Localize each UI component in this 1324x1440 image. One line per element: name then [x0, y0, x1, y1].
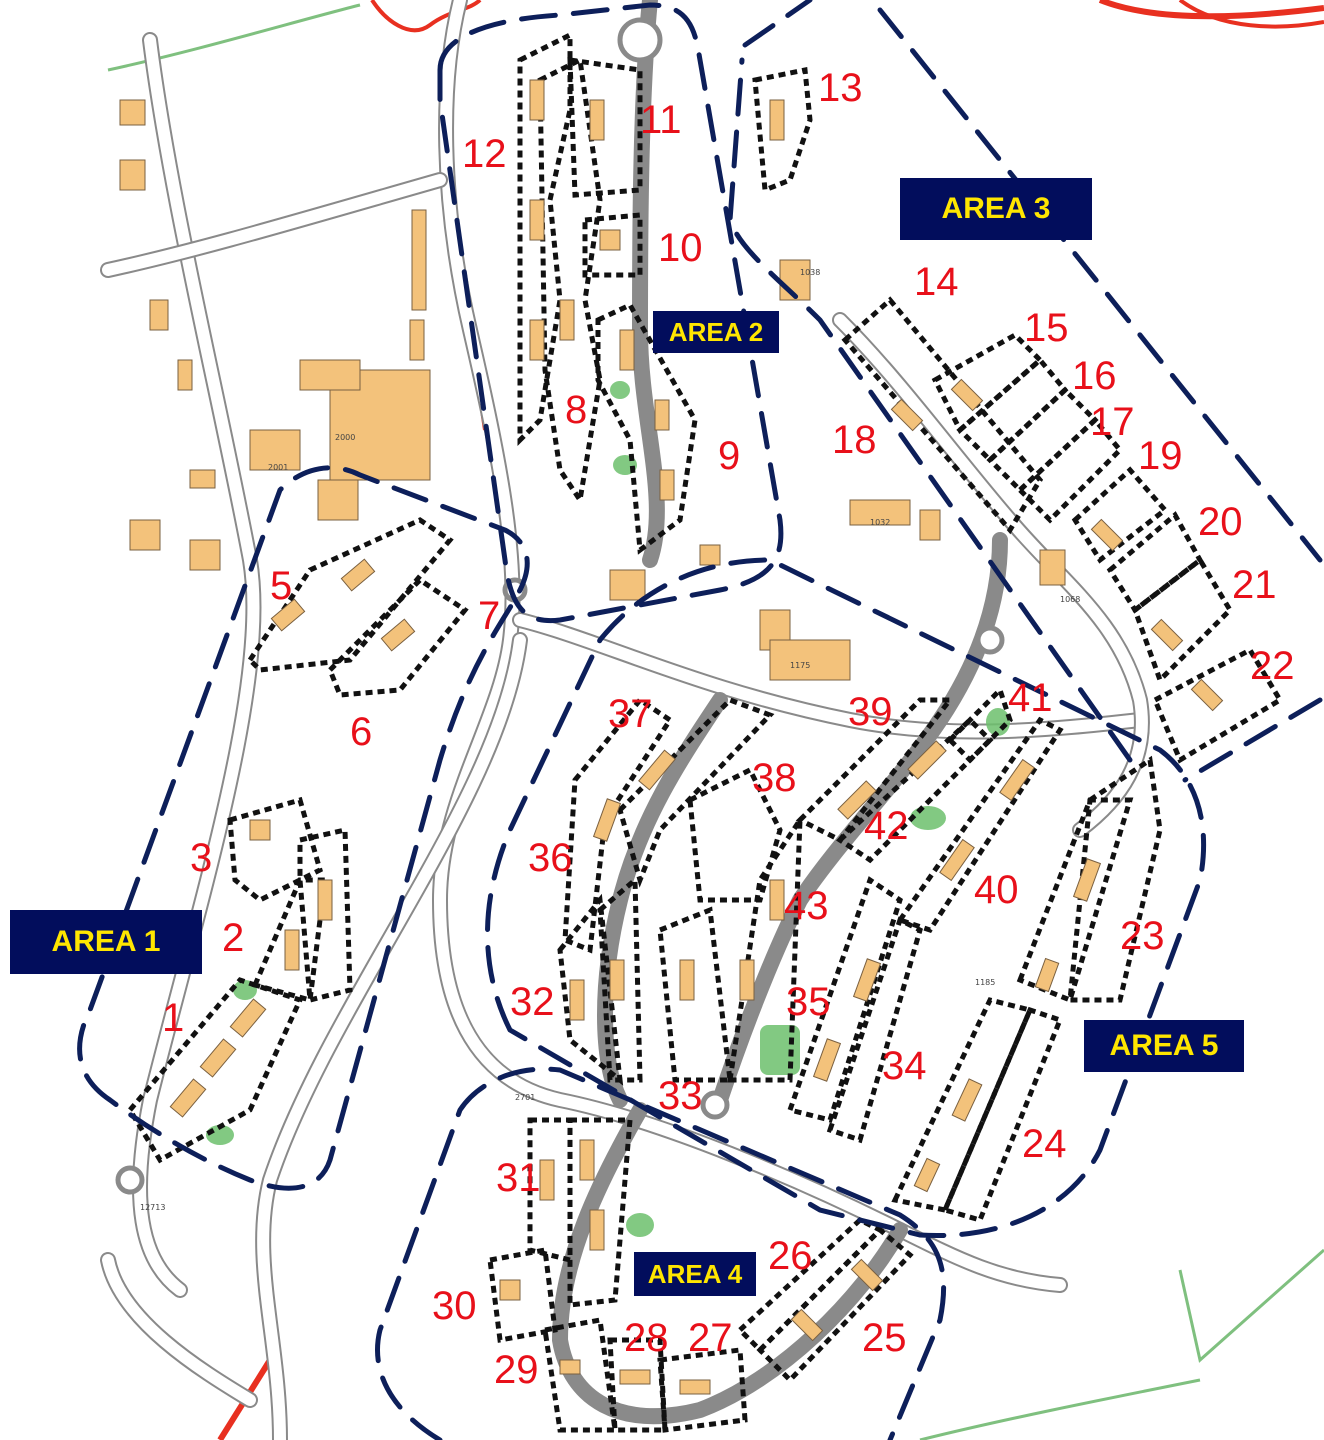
zone-number: 42 — [864, 804, 909, 848]
zone-number: 5 — [270, 564, 293, 608]
zone-number: 19 — [1138, 434, 1183, 478]
zone-number: 18 — [832, 418, 877, 462]
zone-number: 41 — [1008, 676, 1053, 720]
area-5-label: AREA 5 — [1084, 1020, 1244, 1072]
svg-text:1175: 1175 — [790, 661, 810, 670]
residential-buildings — [169, 79, 1224, 1395]
zone-number: 16 — [1072, 354, 1117, 398]
area-1-label: AREA 1 — [10, 910, 202, 974]
highway-red — [217, 0, 1324, 1440]
zone-number: 23 — [1120, 914, 1165, 958]
svg-text:1068: 1068 — [1060, 595, 1080, 604]
zone-number: 1 — [162, 996, 185, 1040]
zone-number: 20 — [1198, 500, 1243, 544]
zone-number: 37 — [608, 692, 653, 736]
zone-number: 39 — [848, 690, 893, 734]
zone-number: 26 — [768, 1234, 813, 1278]
residential-zones — [126, 30, 1284, 1433]
zone-number: 31 — [496, 1156, 541, 1200]
zone-number: 24 — [1022, 1122, 1067, 1166]
zone-number: 36 — [528, 836, 573, 880]
zone-number: 28 — [624, 1316, 669, 1360]
zone-number: 40 — [974, 868, 1019, 912]
zone-number: 6 — [350, 710, 373, 754]
road-network — [100, 0, 1150, 1440]
zone-number: 35 — [786, 980, 831, 1024]
zone-number: 7 — [478, 594, 501, 638]
zone-number: 9 — [718, 434, 741, 478]
zone-number: 2 — [222, 916, 245, 960]
area-5-outline — [485, 557, 1207, 1239]
green-paths — [107, 3, 1324, 1440]
area-4-outline — [375, 1066, 947, 1440]
zone-number: 15 — [1024, 306, 1069, 350]
zone-number: 14 — [914, 260, 959, 304]
zone-number: 21 — [1232, 563, 1277, 607]
zone-number: 25 — [862, 1316, 907, 1360]
area-3-label: AREA 3 — [900, 178, 1092, 240]
zone-number: 13 — [818, 66, 863, 110]
svg-text:12713: 12713 — [140, 1203, 165, 1212]
zone-number: 17 — [1090, 400, 1135, 444]
zone-number: 3 — [190, 836, 213, 880]
svg-text:1185: 1185 — [975, 978, 995, 987]
area-1-outline — [77, 465, 530, 1191]
zone-number: 12 — [462, 132, 507, 176]
map-margin — [0, 0, 108, 1440]
svg-text:1032: 1032 — [870, 518, 890, 527]
area-outlines — [77, 0, 1323, 1440]
svg-text:2000: 2000 — [335, 433, 355, 442]
zone-number: 22 — [1250, 644, 1295, 688]
campus-buildings — [119, 99, 1066, 681]
zone-number: 32 — [510, 980, 555, 1024]
area-2-label: AREA 2 — [653, 311, 779, 353]
area-4-label: AREA 4 — [634, 1252, 756, 1296]
map-reference-codes: 2000 2001 1038 1032 1068 1175 12713 2701… — [140, 268, 1080, 1212]
zone-number: 30 — [432, 1284, 477, 1328]
zone-number: 29 — [494, 1348, 539, 1392]
svg-text:2001: 2001 — [268, 463, 288, 472]
svg-text:2701: 2701 — [515, 1093, 535, 1102]
zone-number: 27 — [688, 1316, 733, 1360]
zone-number: 43 — [784, 884, 829, 928]
zone-number: 11 — [640, 98, 682, 142]
zone-number: 8 — [565, 388, 588, 432]
zone-number: 33 — [658, 1074, 703, 1118]
zone-number: 10 — [658, 226, 703, 270]
zone-number: 38 — [752, 756, 797, 800]
area-2-outline — [437, 2, 784, 624]
svg-text:1038: 1038 — [800, 268, 820, 277]
zone-number: 34 — [882, 1044, 927, 1088]
